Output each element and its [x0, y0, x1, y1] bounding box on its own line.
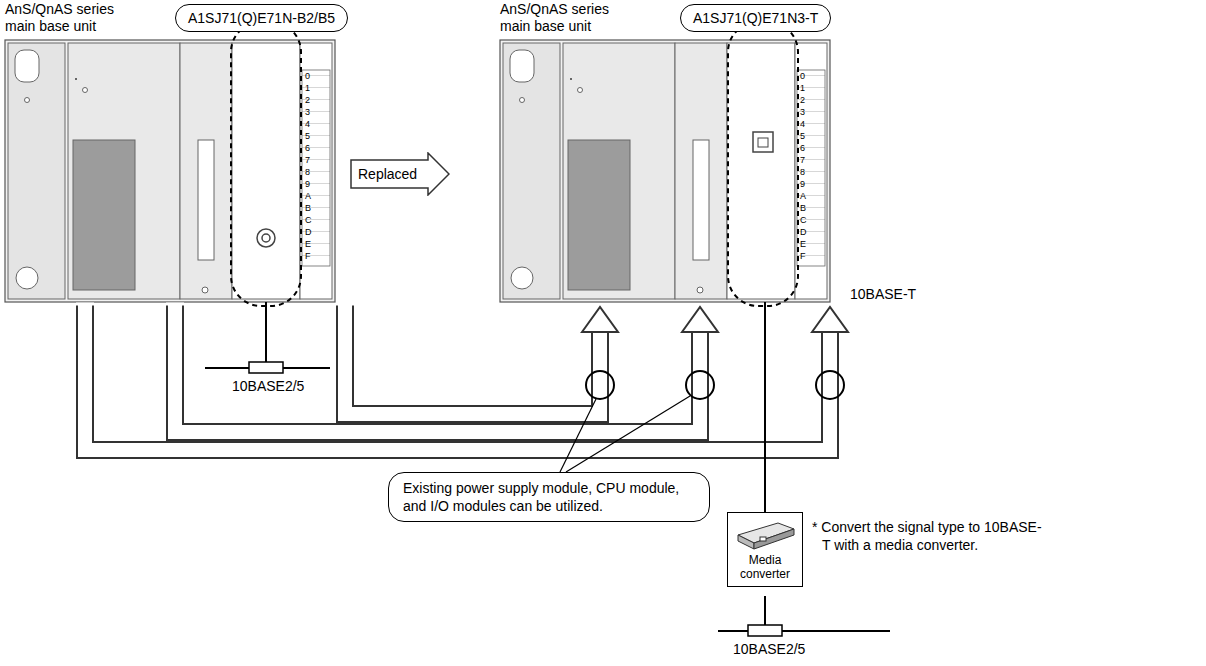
reuse-arrow [336, 303, 354, 306]
bnc-connector [262, 234, 270, 242]
t-connector [249, 362, 283, 373]
network-cable [764, 302, 766, 512]
t-connector [748, 625, 782, 636]
arrow-outline [351, 153, 449, 195]
callout-text: Existing power supply module, CPU module… [403, 479, 695, 515]
reuse-marker [816, 371, 844, 399]
reuse-arrow [76, 304, 848, 450]
led-number: F [305, 250, 311, 262]
reuse-arrow [85, 304, 830, 450]
led-number: D [800, 226, 807, 238]
plc-base-unit [500, 40, 830, 302]
arrow-label: Replaced [358, 166, 417, 182]
highlight-outline [728, 22, 798, 306]
callout-bubble: Existing power supply module, CPU module… [388, 472, 710, 522]
converter-port [760, 537, 766, 541]
led-number: 6 [800, 142, 805, 154]
led-number: C [800, 214, 807, 226]
cable [764, 596, 766, 626]
callout-bubble: A1SJ71(Q)E71N-B2/B5 [175, 4, 348, 32]
led-number: 5 [305, 130, 310, 142]
coax-bus [718, 630, 890, 632]
led-number: 8 [305, 166, 310, 178]
plc-base-unit [5, 40, 335, 302]
reuse-arrow [175, 304, 700, 432]
converter-body [738, 535, 754, 549]
reuse-marker [586, 371, 614, 399]
rj45-port [753, 132, 773, 152]
reuse-arrow [345, 304, 600, 414]
led-number: 3 [800, 106, 805, 118]
led-number: 9 [305, 178, 310, 190]
led-number: 4 [305, 118, 310, 130]
unit-heading: AnS/QnAS series main base unit [500, 1, 632, 35]
arrow-head [682, 307, 718, 332]
arrow-head [812, 307, 848, 332]
converter-body [754, 529, 794, 549]
bnc-connector [257, 229, 275, 247]
reuse-arrow [345, 304, 600, 414]
media-converter: Media converter [727, 512, 803, 587]
reuse-arrow [85, 304, 830, 450]
led-number: 1 [305, 82, 310, 94]
led-number: B [305, 202, 311, 214]
led-number: 7 [305, 154, 310, 166]
rj45-port [758, 138, 768, 147]
led-number: 6 [305, 142, 310, 154]
led-number: 1 [800, 82, 805, 94]
led-number: B [800, 202, 806, 214]
led-number: 5 [800, 130, 805, 142]
led-number: A [800, 190, 806, 202]
cable [265, 302, 267, 363]
replace-arrow: Replaced [350, 152, 450, 196]
network-type: 10BASE2/5 [232, 378, 304, 395]
led-number: C [305, 214, 312, 226]
unit-heading: AnS/QnAS series main base unit [5, 1, 137, 35]
led-number: 9 [800, 178, 805, 190]
arrow-head [582, 307, 618, 332]
reuse-arrow [166, 303, 184, 306]
led-number: 8 [800, 166, 805, 178]
led-number: 7 [800, 154, 805, 166]
led-number: 2 [305, 94, 310, 106]
highlight-outline [231, 22, 301, 306]
network-type: 10BASE-T [850, 286, 916, 303]
reuse-arrow [175, 304, 700, 432]
callout-bubble: A1SJ71(Q)E71N3-T [680, 4, 831, 32]
led-number: E [800, 238, 806, 250]
network-type: 10BASE2/5 [733, 641, 805, 658]
leader-line [566, 396, 690, 472]
led-number: 4 [800, 118, 805, 130]
led-number: E [305, 238, 311, 250]
led-number: F [800, 250, 806, 262]
base-unit: AnS/QnAS series main base unit [500, 40, 830, 302]
note: * Convert the signal type to 10BASE-T wi… [812, 518, 1044, 554]
led-number: A [305, 190, 311, 202]
led-number: 0 [800, 70, 805, 82]
led-number: 2 [800, 94, 805, 106]
reuse-arrow [76, 303, 94, 306]
led-number: 3 [305, 106, 310, 118]
callout-text: A1SJ71(Q)E71N-B2/B5 [188, 10, 335, 26]
callout-text: A1SJ71(Q)E71N3-T [693, 10, 818, 26]
reuse-marker [686, 371, 714, 399]
led-number: D [305, 226, 312, 238]
led-number: 0 [305, 70, 310, 82]
converter-icon [728, 513, 802, 553]
leader-line [560, 399, 596, 472]
device-name: Media converter [728, 553, 802, 582]
base-unit: AnS/QnAS series main base unit [5, 40, 335, 302]
